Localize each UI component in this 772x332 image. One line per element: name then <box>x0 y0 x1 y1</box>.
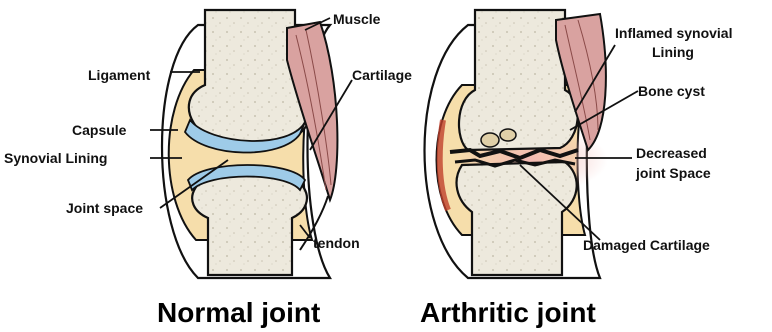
normal-joint-figure <box>162 10 337 278</box>
arthritic-lower-bone <box>457 162 577 275</box>
label-cartilage: Cartilage <box>352 67 412 83</box>
caption-normal-joint: Normal joint <box>157 297 320 328</box>
bone-cyst-2 <box>500 129 516 141</box>
arthritic-joint-figure <box>425 10 609 278</box>
label-inflamed-synovial-line2: Lining <box>652 44 694 60</box>
label-inflamed-synovial-line1: Inflamed synovial <box>615 25 732 41</box>
caption-arthritic-joint: Arthritic joint <box>420 297 596 328</box>
label-joint-space: Joint space <box>66 200 143 216</box>
label-capsule: Capsule <box>72 122 127 138</box>
label-decreased-line2: joint Space <box>635 165 711 181</box>
bone-cyst-1 <box>481 133 499 147</box>
label-tendon: tendon <box>313 235 360 251</box>
label-decreased-line1: Decreased <box>636 145 707 161</box>
label-muscle: Muscle <box>333 11 381 27</box>
label-synovial-lining: Synovial Lining <box>4 150 107 166</box>
label-damaged-cartilage: Damaged Cartilage <box>583 237 710 253</box>
label-bone-cyst: Bone cyst <box>638 83 705 99</box>
label-ligament: Ligament <box>88 67 151 83</box>
